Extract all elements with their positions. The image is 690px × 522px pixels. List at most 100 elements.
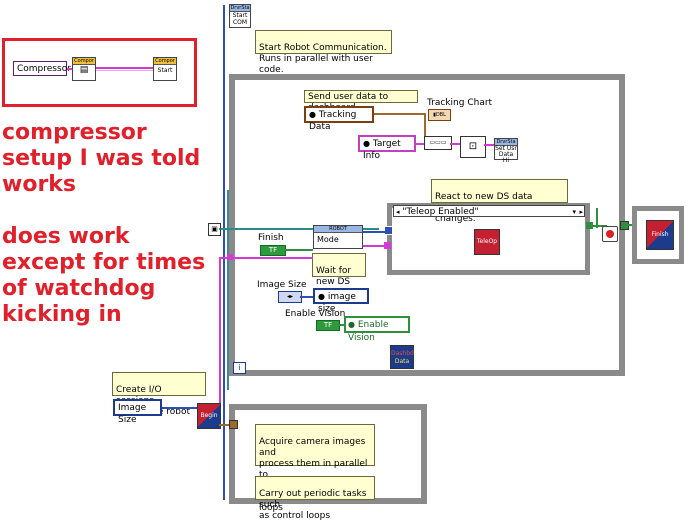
begin-input-wire xyxy=(162,407,197,409)
compressor-control[interactable]: Compressor xyxy=(13,61,71,76)
robot-ref-wire-horizontal xyxy=(219,257,313,259)
case-selector-value: "Teleop Enabled" xyxy=(402,207,479,217)
compressor-ref-wire xyxy=(96,67,153,69)
dashboard-data-vi[interactable]: Dashbd Data xyxy=(390,345,414,369)
begin-image-size-label: Image Size xyxy=(118,403,147,425)
stop-icon xyxy=(606,230,614,238)
stop-wire-vertical xyxy=(596,208,598,228)
loop-entry-terminal[interactable]: ▣ xyxy=(208,223,221,236)
robot-mode-vi[interactable]: ROBOT Mode xyxy=(313,225,363,249)
vision-loop-tunnel xyxy=(229,420,238,429)
robot-mode-header: ROBOT xyxy=(314,226,362,233)
finish-out-wire xyxy=(627,224,636,226)
target-info-control[interactable]: ● Target Info xyxy=(358,135,416,161)
bundle-node[interactable]: ▭▭▭ xyxy=(424,136,452,150)
loop-tunnel-pink xyxy=(227,254,233,260)
compressor-start-vi[interactable]: Compor Start xyxy=(153,57,177,81)
annotation-text: compressor setup I was told works does w… xyxy=(2,120,217,328)
teleop-vi[interactable]: TeleOp xyxy=(474,229,500,255)
start-com-line1: Start xyxy=(232,12,248,19)
compressor-open-vi[interactable]: Compor ▤ xyxy=(72,57,96,81)
tracking-wire xyxy=(374,113,426,115)
stop-terminal[interactable] xyxy=(602,226,618,242)
tracking-chart-terminal[interactable]: ▮DBL xyxy=(428,109,451,121)
compressor-open-icon: ▤ xyxy=(79,65,89,75)
image-size-label: Image Size xyxy=(257,280,307,290)
annotation-line: of watchdog xyxy=(2,276,156,301)
tracking-data-icon: ● xyxy=(309,110,316,119)
annotation-line: works xyxy=(2,172,77,197)
finish-vi-label: Finish xyxy=(651,231,669,238)
start-com-header: DrvrSta xyxy=(230,5,250,12)
enable-vision-indicator-label: Enable Vision xyxy=(348,320,389,343)
tracking-data-label: Tracking Data xyxy=(309,110,357,132)
vertical-error-wire xyxy=(223,5,225,500)
compressor-control-label: Compressor xyxy=(17,64,71,74)
dashbd-line2: Data xyxy=(394,358,410,365)
image-size-enum[interactable]: ◂▸ xyxy=(278,291,302,303)
target-info-icon: ● xyxy=(363,139,370,148)
flatten-wire xyxy=(484,144,494,146)
begin-out-wire xyxy=(219,424,229,426)
mode-wire xyxy=(363,245,385,247)
flatten-node[interactable]: ⊡ xyxy=(460,136,486,158)
annotation-line xyxy=(2,198,217,224)
compressor-highlight-box xyxy=(2,38,197,107)
robot-ref-wire-vertical xyxy=(219,258,221,408)
bundle-wire xyxy=(450,143,460,145)
case-selector[interactable]: ◂ "Teleop Enabled" ▾ ▸ xyxy=(393,205,585,217)
case-tunnel-right xyxy=(586,222,593,229)
annotation-line: compressor xyxy=(2,120,147,145)
set-user-data-vi[interactable]: DrvrSta Set Usr Data Hi xyxy=(494,138,518,164)
enable-vision-boolean[interactable]: TF xyxy=(316,320,340,331)
begin-image-size-control[interactable]: Image Size xyxy=(113,399,162,425)
annotation-line: kicking in xyxy=(2,302,122,327)
annotation-line: does work xyxy=(2,224,130,249)
image-size-indicator-icon: ● xyxy=(318,292,325,301)
set-user-data-line3: Data Hi xyxy=(498,151,514,164)
entry-wire xyxy=(219,228,379,230)
begin-vi[interactable]: Begin xyxy=(197,403,221,429)
vision-comment-2: Carry out periodic tasks such as control… xyxy=(255,476,375,521)
tracking-data-control[interactable]: ● Tracking Data xyxy=(304,106,374,132)
target-info-wire xyxy=(416,143,424,145)
compressor-start-label: Start xyxy=(157,67,173,74)
tracking-chart-label: Tracking Chart xyxy=(427,98,493,108)
annotation-line: except for times xyxy=(2,250,206,275)
enable-vision-icon: ● xyxy=(348,320,355,329)
enable-vision-label: Enable Vision xyxy=(285,309,346,319)
compressor-ref-wire-2 xyxy=(96,70,153,71)
begin-comment: Create I/O sessions & initialize robot xyxy=(112,372,206,417)
robot-mode-label: Mode xyxy=(317,235,339,244)
tracking-wire-down xyxy=(424,113,426,141)
compressor-wire xyxy=(67,68,72,70)
case-tunnel-left xyxy=(384,226,393,235)
case-prev-icon: ◂ xyxy=(396,208,400,216)
finish-wire xyxy=(284,249,313,251)
image-size-indicator[interactable]: ● image size xyxy=(313,288,369,314)
finish-sequence-frame xyxy=(632,206,684,264)
enable-vision-indicator[interactable]: ● Enable Vision xyxy=(344,316,410,343)
finish-vi[interactable]: Finish xyxy=(646,220,674,250)
case-next-icon: ▸ xyxy=(579,208,583,216)
set-user-data-line2: Set Usr xyxy=(495,145,517,152)
loop-iteration-terminal: i xyxy=(233,362,246,374)
dashbd-line1: Dashbd xyxy=(391,350,414,357)
image-size-indicator-label: image size xyxy=(318,292,356,314)
case-tunnel-pink xyxy=(384,242,391,249)
image-size-wire xyxy=(300,296,313,298)
dashboard-comment: Send user data to dashboard xyxy=(304,90,418,113)
case-dropdown-icon: ▾ xyxy=(572,208,576,216)
start-com-vi[interactable]: DrvrSta Start COM xyxy=(229,4,251,28)
robot-comm-comment: Start Robot Communication. Runs in paral… xyxy=(255,30,392,75)
finish-boolean[interactable]: TF xyxy=(260,245,286,256)
set-user-data-header: DrvrSta xyxy=(495,139,517,146)
vertical-teal-wire xyxy=(227,190,229,390)
begin-vi-label: Begin xyxy=(200,412,218,419)
start-com-line2: COM xyxy=(232,19,248,26)
robot-comm-comment-text: Start Robot Communication. Runs in paral… xyxy=(259,43,387,75)
mode-blue-wire xyxy=(363,231,385,233)
finish-tf: TF xyxy=(268,246,278,254)
compressor-open-header: Compor xyxy=(73,58,95,65)
iteration-label: i xyxy=(238,363,241,372)
